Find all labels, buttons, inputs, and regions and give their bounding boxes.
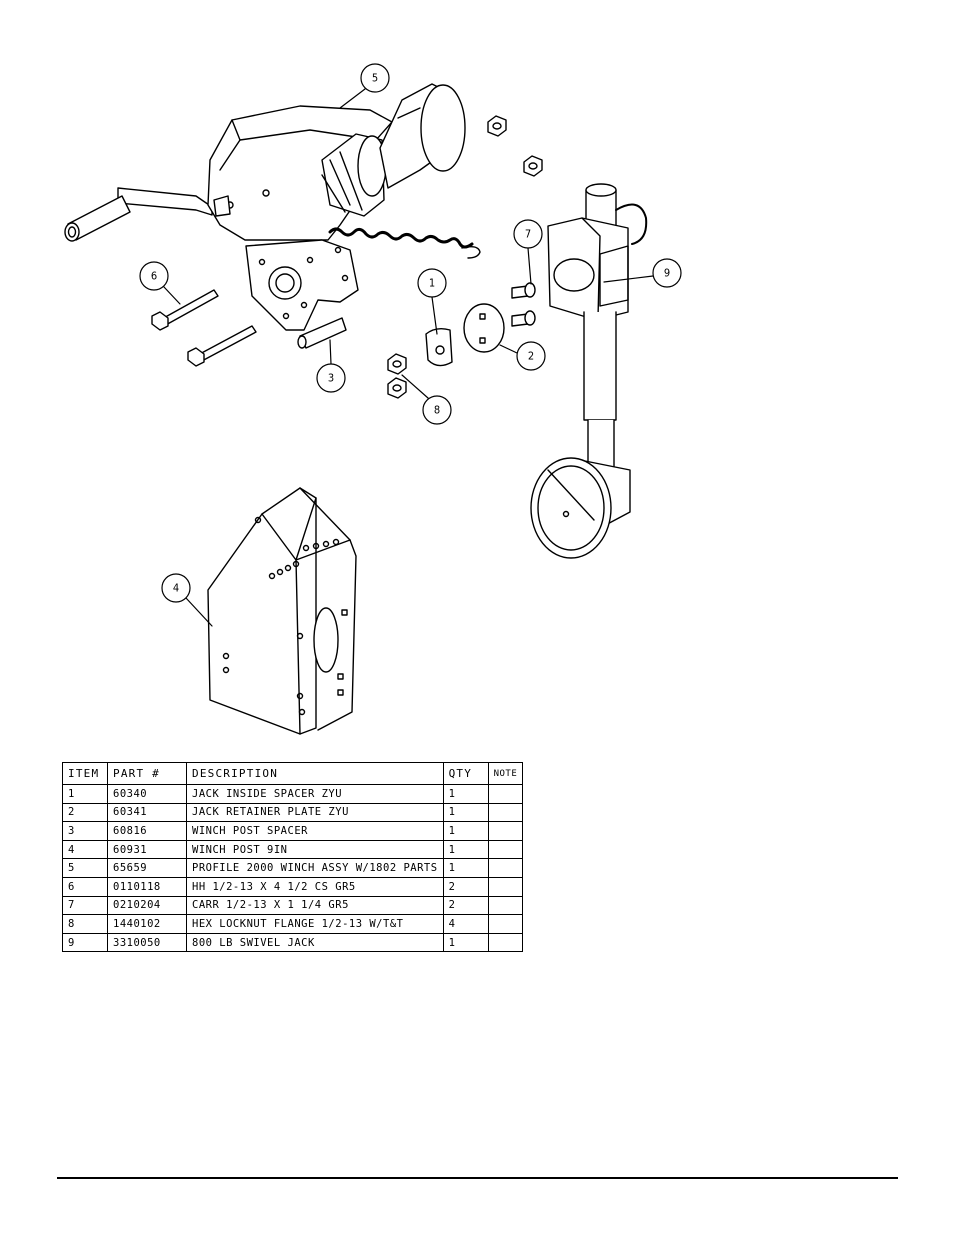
cell-note bbox=[487, 932, 524, 953]
winch-assembly bbox=[64, 83, 481, 331]
cell-note bbox=[487, 858, 524, 878]
cell-qty: 2 bbox=[442, 895, 489, 916]
callout-7 bbox=[513, 219, 543, 249]
header-item: ITEM bbox=[62, 762, 108, 785]
parts-list-table: ITEM PART # DESCRIPTION QTY NOTE 1 60340… bbox=[62, 762, 524, 953]
cell-note bbox=[487, 895, 524, 916]
cell-note bbox=[487, 914, 524, 934]
exploded-parts-drawing: 5 6 3 1 2 8 7 9 4 bbox=[64, 63, 682, 735]
callout-4-label: 4 bbox=[173, 582, 179, 595]
table-row: 8 1440102 HEX LOCKNUT FLANGE 1/2-13 W/T&… bbox=[62, 914, 524, 934]
cell-part-number: 0110118 bbox=[107, 876, 187, 897]
flange-nuts-lower bbox=[387, 353, 407, 399]
hex-bolts bbox=[151, 289, 257, 367]
table-row: 6 0110118 HH 1/2-13 X 4 1/2 CS GR5 2 bbox=[62, 876, 524, 897]
cell-description: HH 1/2-13 X 4 1/2 CS GR5 bbox=[186, 876, 444, 897]
cell-qty: 2 bbox=[442, 876, 489, 897]
cell-item: 5 bbox=[62, 858, 108, 878]
cell-description: CARR 1/2-13 X 1 1/4 GR5 bbox=[186, 895, 444, 916]
cell-part-number: 60816 bbox=[107, 821, 187, 841]
cell-item: 6 bbox=[62, 876, 108, 897]
cell-part-number: 0210204 bbox=[107, 895, 187, 916]
cell-part-number: 1440102 bbox=[107, 914, 187, 934]
header-note: NOTE bbox=[487, 762, 524, 785]
cell-item: 7 bbox=[62, 895, 108, 916]
winch-post bbox=[207, 487, 357, 735]
cell-note bbox=[487, 821, 524, 841]
table-row: 9 3310050 800 LB SWIVEL JACK 1 bbox=[62, 932, 524, 953]
cell-description: PROFILE 2000 WINCH ASSY W/1802 PARTS bbox=[186, 858, 444, 878]
cell-description: HEX LOCKNUT FLANGE 1/2-13 W/T&T bbox=[186, 914, 444, 934]
callout-2 bbox=[516, 341, 546, 371]
jack-inside-spacer bbox=[425, 327, 453, 367]
cell-part-number: 60341 bbox=[107, 802, 187, 823]
carriage-bolts bbox=[511, 282, 536, 327]
cell-item: 4 bbox=[62, 839, 108, 860]
cell-description: WINCH POST 9IN bbox=[186, 839, 444, 860]
cell-item: 3 bbox=[62, 821, 108, 841]
callout-4 bbox=[161, 573, 191, 603]
flange-nuts-top bbox=[487, 115, 543, 177]
cell-part-number: 60340 bbox=[107, 784, 187, 804]
cell-description: WINCH POST SPACER bbox=[186, 821, 444, 841]
cell-qty: 1 bbox=[442, 821, 489, 841]
cell-part-number: 60931 bbox=[107, 839, 187, 860]
cell-qty: 1 bbox=[442, 784, 489, 804]
jack-retainer-plate bbox=[463, 303, 505, 353]
callout-9 bbox=[652, 258, 682, 288]
callout-1 bbox=[417, 268, 447, 298]
footer-rule bbox=[57, 1177, 898, 1179]
callout-7-label: 7 bbox=[525, 228, 531, 241]
table-row: 2 60341 JACK RETAINER PLATE ZYU 1 bbox=[62, 802, 524, 823]
cell-item: 1 bbox=[62, 784, 108, 804]
winch-post-spacer bbox=[297, 317, 347, 349]
cell-note bbox=[487, 876, 524, 897]
callout-6-label: 6 bbox=[151, 270, 157, 283]
table-row: 7 0210204 CARR 1/2-13 X 1 1/4 GR5 2 bbox=[62, 895, 524, 916]
cell-item: 2 bbox=[62, 802, 108, 823]
cell-description: JACK INSIDE SPACER ZYU bbox=[186, 784, 444, 804]
cell-note bbox=[487, 784, 524, 804]
cell-note bbox=[487, 802, 524, 823]
callout-9-label: 9 bbox=[664, 267, 670, 280]
callout-2-label: 2 bbox=[528, 350, 534, 363]
callout-5 bbox=[360, 63, 390, 93]
header-description: DESCRIPTION bbox=[186, 762, 444, 785]
cell-qty: 1 bbox=[442, 802, 489, 823]
callout-3 bbox=[316, 363, 346, 393]
table-header-row: ITEM PART # DESCRIPTION QTY NOTE bbox=[62, 762, 524, 785]
cell-qty: 1 bbox=[442, 932, 489, 953]
header-part-number: PART # bbox=[107, 762, 187, 785]
swivel-jack bbox=[530, 183, 648, 559]
cell-part-number: 65659 bbox=[107, 858, 187, 878]
cell-item: 9 bbox=[62, 932, 108, 953]
table-row: 3 60816 WINCH POST SPACER 1 bbox=[62, 821, 524, 841]
table-row: 5 65659 PROFILE 2000 WINCH ASSY W/1802 P… bbox=[62, 858, 524, 878]
callout-6 bbox=[139, 261, 169, 291]
callout-5-label: 5 bbox=[372, 72, 378, 85]
cell-qty: 1 bbox=[442, 858, 489, 878]
header-qty: QTY bbox=[442, 762, 489, 785]
cell-part-number: 3310050 bbox=[107, 932, 187, 953]
callout-8-label: 8 bbox=[434, 404, 440, 417]
table-row: 1 60340 JACK INSIDE SPACER ZYU 1 bbox=[62, 784, 524, 804]
table-row: 4 60931 WINCH POST 9IN 1 bbox=[62, 839, 524, 860]
cell-description: 800 LB SWIVEL JACK bbox=[186, 932, 444, 953]
callout-3-label: 3 bbox=[328, 372, 334, 385]
cell-item: 8 bbox=[62, 914, 108, 934]
callout-1-label: 1 bbox=[429, 277, 435, 290]
cell-description: JACK RETAINER PLATE ZYU bbox=[186, 802, 444, 823]
callout-8 bbox=[422, 395, 452, 425]
cell-qty: 1 bbox=[442, 839, 489, 860]
cell-qty: 4 bbox=[442, 914, 489, 934]
cell-note bbox=[487, 839, 524, 860]
